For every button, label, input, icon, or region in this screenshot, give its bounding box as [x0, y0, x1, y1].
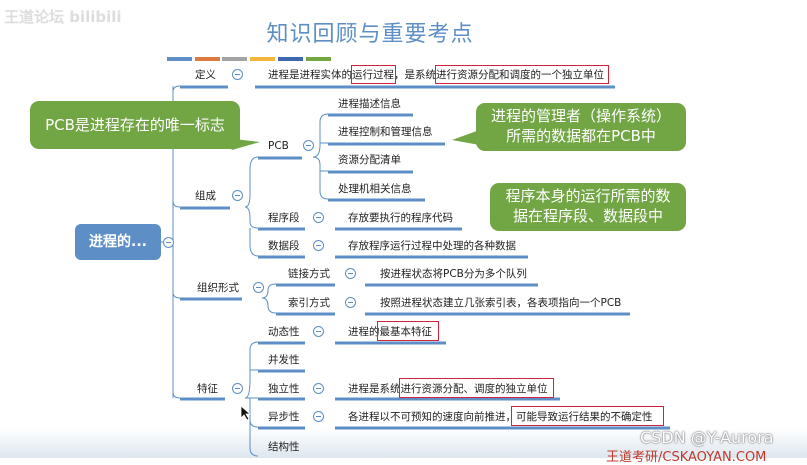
highlight-box	[399, 378, 554, 398]
program-segment-text: 存放要执行的程序代码	[348, 212, 453, 224]
page-title: 知识回顾与重要考点	[266, 22, 474, 47]
color-bar	[167, 57, 192, 61]
node-concurrent[interactable]: 并发性	[268, 354, 300, 366]
collapse-icon[interactable]	[163, 237, 174, 248]
node-link-mode[interactable]: 链接方式	[288, 268, 330, 280]
root-node[interactable]: 进程的...	[75, 224, 161, 260]
callout-pcb-sign: PCB是进程存在的唯一标志	[30, 101, 240, 149]
node-independent[interactable]: 独立性	[268, 383, 300, 395]
node-pcb-item[interactable]: 进程描述信息	[338, 98, 401, 110]
data-segment-text: 存放程序运行过程中处理的各种数据	[348, 240, 516, 252]
collapse-icon[interactable]	[303, 140, 314, 151]
collapse-icon[interactable]	[313, 383, 324, 394]
collapse-icon[interactable]	[232, 190, 243, 201]
color-bar	[222, 57, 247, 61]
color-bar	[306, 57, 331, 61]
collapse-icon[interactable]	[253, 282, 264, 293]
collapse-icon[interactable]	[232, 383, 243, 394]
color-bar	[195, 57, 220, 61]
collapse-icon[interactable]	[313, 212, 324, 223]
node-structural[interactable]: 结构性	[268, 441, 300, 453]
node-dynamic[interactable]: 动态性	[268, 326, 300, 338]
collapse-icon[interactable]	[313, 411, 324, 422]
color-bar	[250, 57, 275, 61]
collapse-icon[interactable]	[345, 268, 356, 279]
node-organization[interactable]: 组织形式	[197, 282, 239, 294]
dynamic-text: 进程的最基本特征	[348, 326, 432, 338]
node-program-segment[interactable]: 程序段	[268, 212, 300, 224]
node-async[interactable]: 异步性	[268, 411, 300, 423]
async-text: 各进程以不可预知的速度向前推进，可能导致运行结果的不确定性	[348, 411, 653, 423]
node-definition[interactable]: 定义	[195, 69, 216, 81]
mouse-cursor-icon	[240, 405, 250, 421]
logo: 王道论坛 bilibili	[4, 8, 122, 26]
node-pcb-item[interactable]: 进程控制和管理信息	[338, 126, 433, 138]
collapse-icon[interactable]	[232, 69, 243, 80]
highlight-box	[351, 65, 396, 84]
callout-manager: 进程的管理者（操作系统）所需的数据都在PCB中	[476, 103, 686, 151]
node-data-segment[interactable]: 数据段	[268, 240, 300, 252]
independent-text: 进程是系统进行资源分配、调度的独立单位	[348, 383, 548, 395]
callout-program: 程序本身的运行所需的数据在程序段、数据段中	[490, 183, 686, 231]
footer-brand: 王道考研/CSKAOYAN.COM	[606, 450, 767, 465]
watermark: CSDN @Y-Aurora	[640, 428, 774, 447]
node-pcb[interactable]: PCB	[268, 140, 289, 152]
index-mode-text: 按照进程状态建立几张索引表，各表项指向一个PCB	[380, 297, 622, 309]
link-mode-text: 按进程状态将PCB分为多个队列	[380, 268, 527, 280]
highlight-box	[435, 65, 609, 84]
highlight-box	[511, 406, 664, 426]
collapse-icon[interactable]	[345, 297, 356, 308]
definition-text: 进程是进程实体的运行过程，是系统进行资源分配和调度的一个独立单位	[268, 69, 604, 81]
collapse-icon[interactable]	[313, 240, 324, 251]
node-pcb-item[interactable]: 处理机相关信息	[338, 183, 412, 195]
node-composition[interactable]: 组成	[195, 190, 216, 202]
node-index-mode[interactable]: 索引方式	[288, 297, 330, 309]
collapse-icon[interactable]	[313, 326, 324, 337]
footer-background	[0, 428, 807, 458]
node-pcb-item[interactable]: 资源分配清单	[338, 154, 401, 166]
color-bar	[278, 57, 303, 61]
node-features[interactable]: 特征	[197, 383, 218, 395]
highlight-box	[377, 321, 439, 341]
